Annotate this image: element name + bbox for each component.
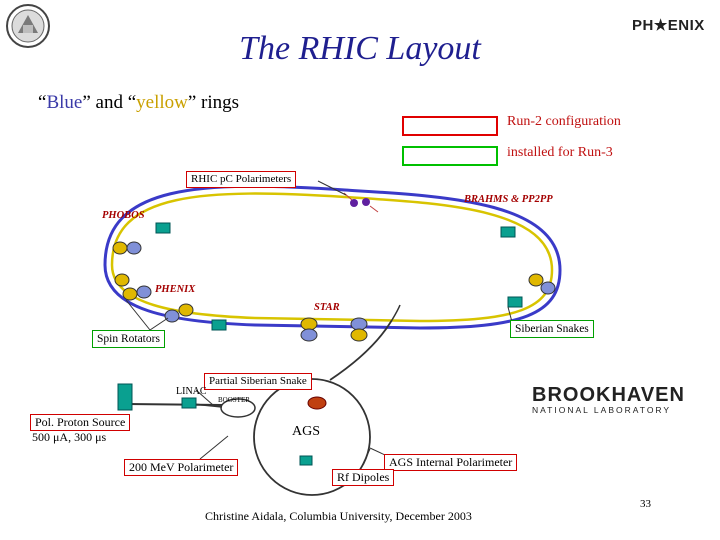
ags-label: AGS bbox=[292, 424, 321, 439]
rhic-pc-polarimeters-label: RHIC pC Polarimeters bbox=[186, 171, 297, 188]
booster-module bbox=[299, 455, 313, 466]
phenix-logo: PH★ENIX bbox=[632, 17, 705, 34]
blue-ring bbox=[103, 184, 562, 330]
pc-polarimeter-targets bbox=[343, 192, 379, 213]
spin-rotator-magnets bbox=[112, 241, 368, 342]
siberian-snake-magnets bbox=[528, 273, 556, 295]
legend-red-swatch bbox=[402, 116, 498, 136]
ags-internal-polarimeter-label: AGS Internal Polarimeter bbox=[384, 454, 518, 471]
ags-ring bbox=[253, 378, 371, 496]
rf-dipoles-label: Rf Dipoles bbox=[332, 469, 395, 486]
linac-source bbox=[117, 383, 133, 411]
yellow-ring bbox=[110, 192, 554, 323]
spin-rotators-label: Spin Rotators bbox=[92, 330, 165, 348]
transfer-branch bbox=[391, 304, 401, 321]
slide-footer: Christine Aidala, Columbia University, D… bbox=[205, 509, 472, 523]
pol-source-specs: 500 μA, 300 μs bbox=[32, 430, 107, 444]
legend-green-swatch bbox=[402, 146, 498, 166]
linac-module bbox=[181, 397, 197, 409]
green-modules bbox=[155, 222, 523, 331]
legend-red-label: Run-2 configuration bbox=[507, 114, 621, 129]
star-label: STAR bbox=[314, 302, 340, 313]
phenix-label: PHENIX bbox=[155, 284, 196, 295]
blue-word: Blue bbox=[46, 92, 83, 113]
brookhaven-logo: BROOKHAVEN NATIONAL LABORATORY bbox=[532, 384, 685, 415]
rings-subtitle: “Blue” and “yellow” rings bbox=[38, 92, 240, 113]
linac-label: LINAC bbox=[176, 386, 207, 397]
pol-proton-source-label: Pol. Proton Source bbox=[30, 414, 131, 431]
rhic-rings bbox=[103, 184, 562, 330]
slide-title: The RHIC Layout bbox=[239, 30, 481, 67]
yellow-word: yellow bbox=[136, 92, 188, 113]
page-number: 33 bbox=[640, 498, 651, 510]
mev-polarimeter-label: 200 MeV Polarimeter bbox=[124, 459, 239, 476]
ags-to-rhic-transfer bbox=[329, 319, 393, 381]
partial-siberian-snake-label: Partial Siberian Snake bbox=[204, 373, 312, 390]
university-seal-logo bbox=[6, 4, 50, 48]
ags-partial-snake bbox=[307, 396, 327, 410]
booster-label: BOOSTER bbox=[218, 396, 250, 404]
phobos-label: PHOBOS bbox=[102, 210, 145, 221]
booster-ring bbox=[220, 398, 256, 418]
brahms-pp2pp-label: BRAHMS & PP2PP bbox=[464, 194, 553, 205]
legend-green-label: installed for Run-3 bbox=[507, 145, 613, 160]
leader-arrows bbox=[125, 180, 513, 471]
siberian-snakes-label: Siberian Snakes bbox=[510, 320, 594, 338]
linac-to-booster bbox=[192, 403, 223, 408]
